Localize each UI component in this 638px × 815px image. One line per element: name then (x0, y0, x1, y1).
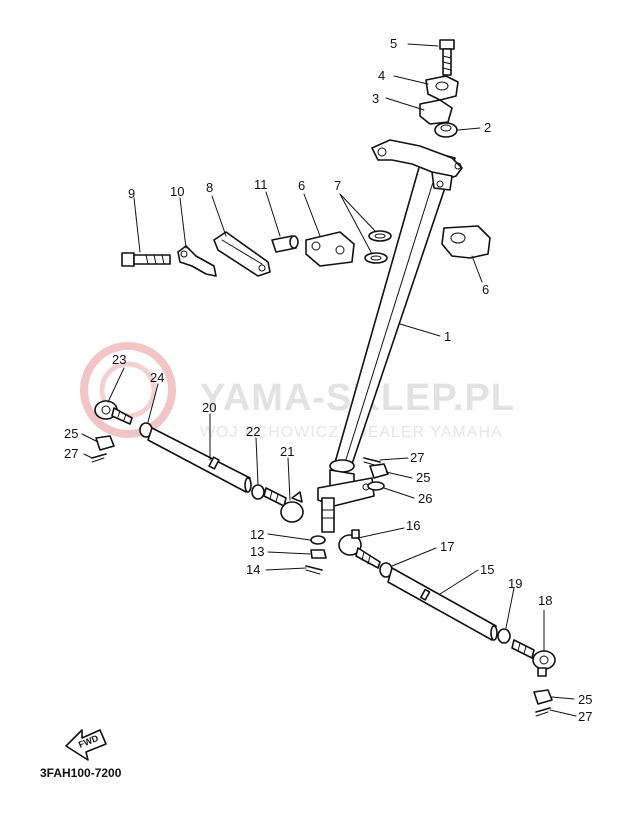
callout-16: 16 (406, 518, 420, 533)
callout-27c: 27 (578, 709, 592, 724)
callout-7: 7 (334, 178, 341, 193)
callout-17: 17 (440, 539, 454, 554)
diagram-code: 3FAH100-7200 (40, 766, 122, 780)
callout-19: 19 (508, 576, 522, 591)
callout-26: 26 (418, 491, 432, 506)
callout-9: 9 (128, 186, 135, 201)
callouts: 5 4 3 2 1 9 10 8 11 6 7 6 23 24 20 22 21… (64, 36, 592, 724)
callout-3: 3 (372, 91, 379, 106)
callout-25b: 25 (416, 470, 430, 485)
callout-13: 13 (250, 544, 264, 559)
callout-6b: 6 (482, 282, 489, 297)
callout-12: 12 (250, 527, 264, 542)
callout-1: 1 (444, 329, 451, 344)
callout-6a: 6 (298, 178, 305, 193)
watermark-logo (80, 342, 176, 438)
callout-20: 20 (202, 400, 216, 415)
callout-11: 11 (254, 177, 268, 192)
callout-5: 5 (390, 36, 397, 51)
callout-25a: 25 (64, 426, 78, 441)
pitman-fasteners (363, 457, 553, 717)
callout-18: 18 (538, 593, 552, 608)
callout-8: 8 (206, 180, 213, 195)
callout-27b: 27 (410, 450, 424, 465)
callout-4: 4 (378, 68, 385, 83)
callout-10: 10 (170, 184, 184, 199)
callout-27a: 27 (64, 446, 78, 461)
leader-lines (81, 43, 577, 717)
fwd-arrow: FWD (65, 729, 107, 761)
callout-14: 14 (246, 562, 260, 577)
left-tie-rod (91, 400, 304, 523)
callout-24: 24 (150, 370, 164, 385)
callout-22: 22 (246, 424, 260, 439)
callout-15: 15 (480, 562, 494, 577)
left-small-parts (121, 230, 392, 277)
right-tie-rod (338, 529, 556, 677)
upper-bushing-parts (419, 39, 459, 138)
steering-column (317, 139, 463, 533)
center-fasteners (305, 535, 327, 575)
callout-25c: 25 (578, 692, 592, 707)
callout-21: 21 (280, 444, 294, 459)
callout-23: 23 (112, 352, 126, 367)
clamp-right (441, 225, 491, 259)
callout-2: 2 (484, 120, 491, 135)
